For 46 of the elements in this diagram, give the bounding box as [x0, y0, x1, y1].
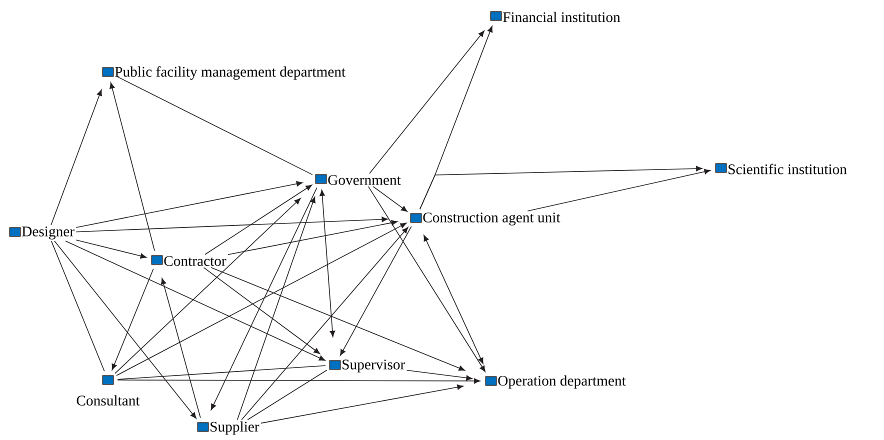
- arrow: [420, 166, 702, 210]
- labeled-node: Supplier: [197, 421, 260, 435]
- node-label: Government: [328, 175, 401, 185]
- arrow: [204, 184, 312, 255]
- arrow: [160, 278, 201, 418]
- labeled-node: Public facility management department: [102, 66, 346, 80]
- arrow: [110, 82, 155, 252]
- arrow: [368, 186, 486, 372]
- node-label: Supplier: [210, 421, 260, 435]
- labeled-node: Scientific institution: [715, 163, 847, 174]
- arrow: [406, 370, 472, 381]
- labeled-node: Government: [315, 174, 401, 185]
- arrow: [210, 267, 466, 371]
- node-label: Supervisor: [342, 360, 406, 372]
- arrow: [210, 187, 318, 410]
- arrow: [76, 181, 303, 228]
- arrow: [372, 186, 408, 212]
- node-label: Designer: [22, 226, 74, 240]
- arrow: [340, 226, 412, 356]
- node-label: Contractor: [164, 256, 226, 266]
- arrow: [320, 190, 336, 338]
- labeled-node: Contractor: [151, 255, 226, 266]
- labeled-node: Consultant: [76, 375, 140, 406]
- labeled-node: Designer: [9, 226, 74, 240]
- arrow: [236, 196, 316, 420]
- labeled-node: Financial institution: [490, 11, 620, 22]
- arrow: [203, 267, 320, 354]
- arrow: [65, 240, 326, 361]
- arrow: [369, 30, 484, 174]
- arrow: [424, 234, 484, 364]
- arrow: [260, 384, 464, 424]
- arrow: [112, 268, 154, 370]
- labeled-node: Supervisor: [329, 360, 406, 372]
- labeled-node: Operation department: [485, 375, 626, 389]
- arrow: [114, 198, 301, 374]
- arrow: [116, 222, 407, 376]
- node-label: Consultant: [76, 395, 140, 406]
- arrow: [228, 220, 398, 255]
- labeled-node: Construction agent unit: [410, 212, 560, 226]
- arrow: [117, 378, 480, 384]
- arrow: [76, 216, 388, 232]
- arrow: [76, 240, 147, 259]
- arrow: [50, 90, 102, 226]
- arrow: [241, 227, 408, 420]
- arrow: [527, 168, 711, 212]
- arrow: [54, 240, 196, 419]
